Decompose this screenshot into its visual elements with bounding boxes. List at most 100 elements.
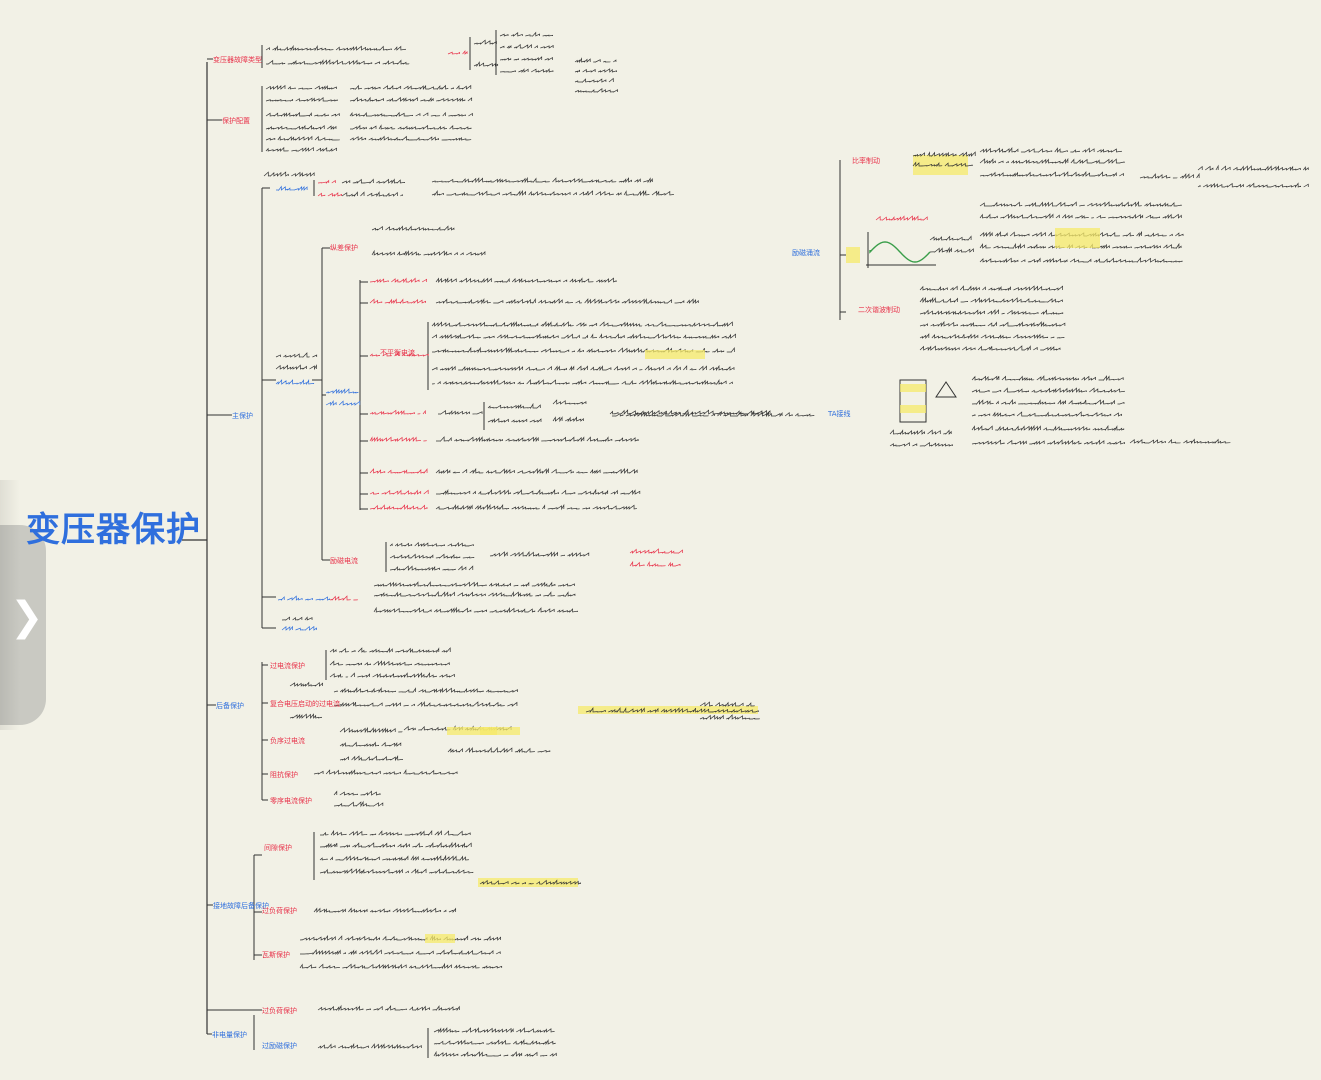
handwritten-note bbox=[431, 379, 733, 386]
handwritten-note bbox=[437, 410, 483, 416]
handwritten-note bbox=[341, 191, 403, 198]
node-gap[interactable]: 间隙保护 bbox=[264, 843, 292, 852]
handwritten-note bbox=[929, 235, 972, 241]
handwritten-note bbox=[313, 769, 458, 776]
handwritten-note bbox=[436, 490, 643, 494]
node-inrush[interactable]: 励磁涌流 bbox=[792, 248, 820, 257]
handwritten-note bbox=[313, 907, 457, 914]
branch-6[interactable]: 过负荷保护 bbox=[262, 1006, 297, 1015]
handwritten-note bbox=[266, 60, 412, 64]
handwritten-note bbox=[487, 402, 541, 410]
handwritten-note bbox=[320, 856, 472, 860]
handwritten-note bbox=[373, 581, 575, 588]
chevron-right-icon[interactable]: ❯ bbox=[10, 594, 44, 640]
handwritten-note bbox=[447, 50, 468, 55]
handwritten-note bbox=[979, 170, 1124, 178]
handwritten-note bbox=[277, 595, 330, 601]
highlight-mark bbox=[425, 934, 455, 943]
handwritten-note bbox=[369, 504, 428, 510]
handwritten-note bbox=[266, 46, 408, 50]
node-overexcitation[interactable]: 过励磁保护 bbox=[262, 1041, 297, 1050]
handwritten-note bbox=[435, 503, 637, 511]
handwritten-note bbox=[329, 672, 455, 679]
handwritten-note bbox=[1140, 174, 1202, 178]
handwritten-note bbox=[265, 97, 338, 102]
branch-3[interactable]: 主保护 bbox=[232, 411, 253, 420]
node-impedance[interactable]: 阻抗保护 bbox=[270, 770, 298, 779]
handwritten-note bbox=[431, 189, 674, 197]
handwritten-note bbox=[979, 201, 1182, 208]
handwritten-note bbox=[369, 409, 426, 416]
node-excitation[interactable]: 励磁电流 bbox=[330, 556, 358, 565]
waveform-sketch bbox=[869, 241, 931, 263]
root-title: 变压器保护 bbox=[26, 510, 201, 550]
highlight-mark bbox=[913, 155, 968, 175]
handwritten-note bbox=[371, 225, 455, 231]
handwritten-note bbox=[330, 661, 452, 665]
node-negative-sequence[interactable]: 负序过电流 bbox=[270, 736, 305, 745]
branch-1[interactable]: 变压器故障类型 bbox=[213, 55, 262, 64]
highlight-mark bbox=[900, 405, 926, 413]
handwritten-note bbox=[317, 1042, 422, 1050]
handwritten-note bbox=[266, 126, 339, 129]
handwritten-note bbox=[390, 543, 476, 546]
handwritten-note bbox=[317, 1004, 460, 1012]
handwritten-note bbox=[972, 376, 1126, 380]
handwritten-note bbox=[431, 321, 733, 328]
handwritten-note bbox=[349, 84, 472, 91]
node-compound-voltage[interactable]: 复合电压启动的过电流 bbox=[270, 699, 340, 708]
highlight-mark bbox=[478, 878, 578, 887]
handwritten-note bbox=[552, 416, 584, 423]
handwritten-note bbox=[341, 178, 405, 185]
handwritten-note bbox=[349, 96, 473, 103]
handwritten-note bbox=[979, 157, 1125, 165]
handwritten-note bbox=[369, 298, 426, 305]
handwritten-note bbox=[435, 277, 617, 284]
handwritten-note bbox=[333, 790, 381, 796]
handwritten-note bbox=[289, 713, 322, 720]
node-overload[interactable]: 过负荷保护 bbox=[262, 906, 297, 915]
handwritten-note bbox=[389, 565, 474, 572]
handwritten-note bbox=[919, 345, 1061, 352]
handwritten-note bbox=[275, 364, 317, 371]
node-ct-wiring[interactable]: TA接线 bbox=[827, 409, 851, 418]
handwritten-note bbox=[479, 879, 581, 885]
handwritten-note bbox=[499, 56, 553, 61]
handwritten-note bbox=[373, 606, 578, 614]
branch-2[interactable]: 保护配置 bbox=[222, 116, 250, 125]
handwritten-note bbox=[371, 249, 486, 257]
handwritten-note bbox=[369, 436, 427, 443]
handwritten-note bbox=[971, 439, 1126, 445]
node-overcurrent[interactable]: 过电流保护 bbox=[270, 661, 305, 670]
handwritten-note bbox=[980, 214, 1184, 218]
node-ratio-restraint[interactable]: 比率制动 bbox=[852, 156, 880, 165]
handwritten-note bbox=[299, 934, 501, 942]
handwritten-note bbox=[473, 39, 497, 45]
node-unbalanced-current[interactable]: 不平衡电流 bbox=[380, 348, 415, 357]
handwritten-note bbox=[585, 707, 759, 714]
node-gas[interactable]: 瓦斯保护 bbox=[262, 950, 290, 959]
handwritten-note bbox=[373, 591, 576, 598]
handwritten-note bbox=[349, 124, 472, 130]
handwritten-note bbox=[349, 111, 473, 117]
node-longitudinal[interactable]: 纵差保护 bbox=[330, 243, 358, 252]
handwritten-note bbox=[339, 755, 403, 762]
handwritten-note bbox=[299, 962, 503, 970]
handwritten-note bbox=[1197, 164, 1309, 172]
handwritten-note bbox=[574, 68, 618, 73]
transformer-sketch bbox=[899, 379, 927, 423]
branch-4[interactable]: 后备保护 bbox=[216, 701, 244, 710]
branch-5[interactable]: 接地故障后备保护 bbox=[213, 901, 269, 910]
handwritten-note bbox=[875, 215, 928, 222]
handwritten-note bbox=[574, 87, 618, 93]
branch-7[interactable]: 非电量保护 bbox=[212, 1030, 247, 1039]
handwritten-note bbox=[575, 79, 616, 82]
node-second-harmonic[interactable]: 二次谐波制动 bbox=[858, 305, 900, 314]
highlight-mark bbox=[900, 384, 926, 392]
sidebar-collapse-handle[interactable]: ❯ bbox=[0, 525, 46, 725]
handwritten-note bbox=[979, 257, 1183, 264]
handwritten-note bbox=[275, 185, 308, 192]
handwritten-note bbox=[350, 137, 474, 140]
node-zero-sequence[interactable]: 零序电流保护 bbox=[270, 796, 312, 805]
